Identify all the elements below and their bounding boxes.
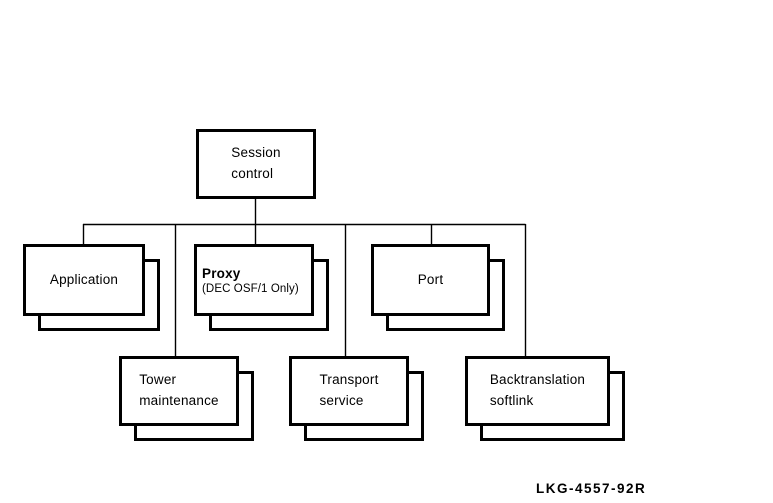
node-sublabel: (DEC OSF/1 Only) bbox=[202, 282, 299, 295]
node-label: Transport service bbox=[319, 372, 379, 408]
node-session-control-box: Session control bbox=[196, 129, 316, 199]
node-transport-service-box: Transport service bbox=[289, 356, 409, 426]
node-label: Port bbox=[417, 271, 444, 287]
figure-label: LKG-4557-92R bbox=[536, 481, 647, 496]
node-proxy-box: Proxy (DEC OSF/1 Only) bbox=[194, 244, 314, 316]
node-label: Application bbox=[49, 271, 119, 287]
node-label: Backtranslation softlink bbox=[489, 372, 586, 408]
node-application: Application bbox=[23, 244, 160, 331]
node-application-box: Application bbox=[23, 244, 145, 316]
node-tower-maintenance-box: Tower maintenance bbox=[119, 356, 239, 426]
node-label: Tower maintenance bbox=[139, 372, 219, 408]
node-backtranslation-softlink-box: Backtranslation softlink bbox=[465, 356, 610, 426]
node-backtranslation-softlink: Backtranslation softlink bbox=[465, 356, 625, 441]
node-label: Proxy bbox=[202, 266, 241, 282]
node-transport-service: Transport service bbox=[289, 356, 424, 441]
node-label: Session control bbox=[231, 145, 281, 181]
node-proxy: Proxy (DEC OSF/1 Only) bbox=[194, 244, 329, 331]
node-session-control: Session control bbox=[196, 129, 316, 199]
node-port: Port bbox=[371, 244, 505, 331]
node-port-box: Port bbox=[371, 244, 490, 316]
node-tower-maintenance: Tower maintenance bbox=[119, 356, 254, 441]
